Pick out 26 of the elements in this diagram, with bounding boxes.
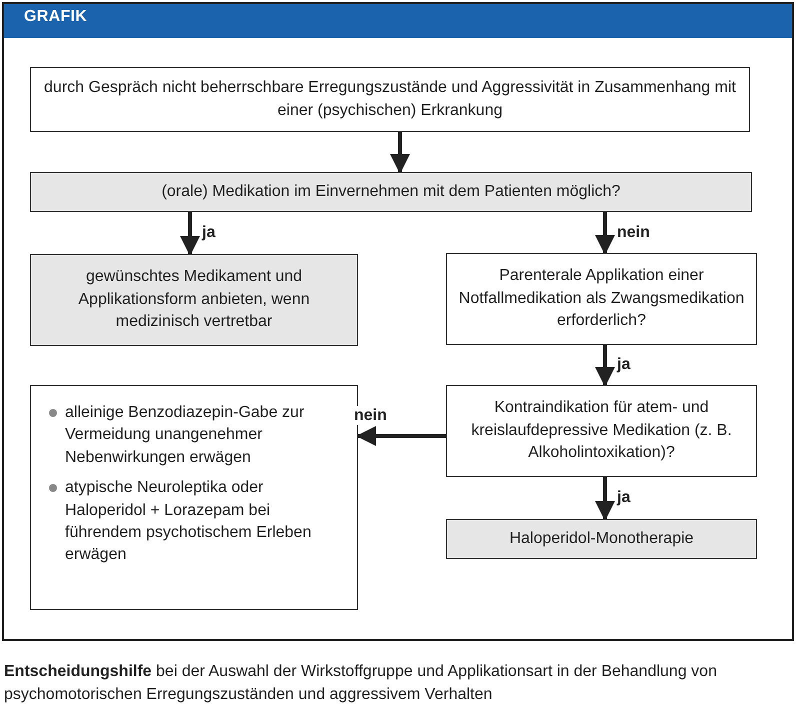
node-text: durch Gespräch nicht beherrschbare Erregungszustände und Aggressivität in Zusammenhang mit einer (psychischen) Erkrankung xyxy=(43,78,737,120)
decision-box xyxy=(30,172,752,212)
process-box xyxy=(30,67,750,132)
node-text: (orale) Medikation im Einvernehmen mit dem Patienten möglich? xyxy=(162,182,620,202)
arrow xyxy=(595,212,615,255)
edge-label: ja xyxy=(200,223,218,242)
arrow xyxy=(390,132,410,174)
arrow xyxy=(180,212,200,256)
arrow xyxy=(595,345,615,387)
edge-label: nein xyxy=(352,406,389,426)
decision-box xyxy=(30,254,358,346)
node-text: Haloperidol-Monotherapie xyxy=(509,528,694,549)
process-box xyxy=(446,385,757,477)
bullet-text: alleinige Benzodiazepin-Gabe zur Vermeidung unangenehmer Nebenwirkungen erwägen xyxy=(65,403,306,468)
process-box xyxy=(446,253,757,345)
arrow xyxy=(595,477,615,521)
arrow xyxy=(356,426,446,446)
node-text: gewünschtes Medikament und Applikationsform anbieten, wenn medizinisch vertretbar xyxy=(77,267,311,332)
node-text: Parenterale Applikation einer Notfallmedikation als Zwangsmedikation erforderlich? xyxy=(458,266,746,332)
decision-box xyxy=(446,519,757,559)
bullet-text: atypische Neuroleptika oder Haloperidol + Lorazepam bei führendem psychotischem Erleben erwägen xyxy=(65,478,312,566)
caption: Entscheidungshilfe bei der Auswahl der Wirkstoffgruppe und Applikationsart in der Behandlung von psychomotorischen Erregungszuständen und aggressivem Verhalten xyxy=(4,662,718,706)
node-text: Kontraindikation für atem- und kreislaufdepressive Medikation (z. B. Alkoholintoxikation)? xyxy=(470,398,733,464)
edge-label: ja xyxy=(615,355,632,374)
edge-label: ja xyxy=(615,488,632,508)
figure-title: GRAFIK xyxy=(24,8,88,26)
